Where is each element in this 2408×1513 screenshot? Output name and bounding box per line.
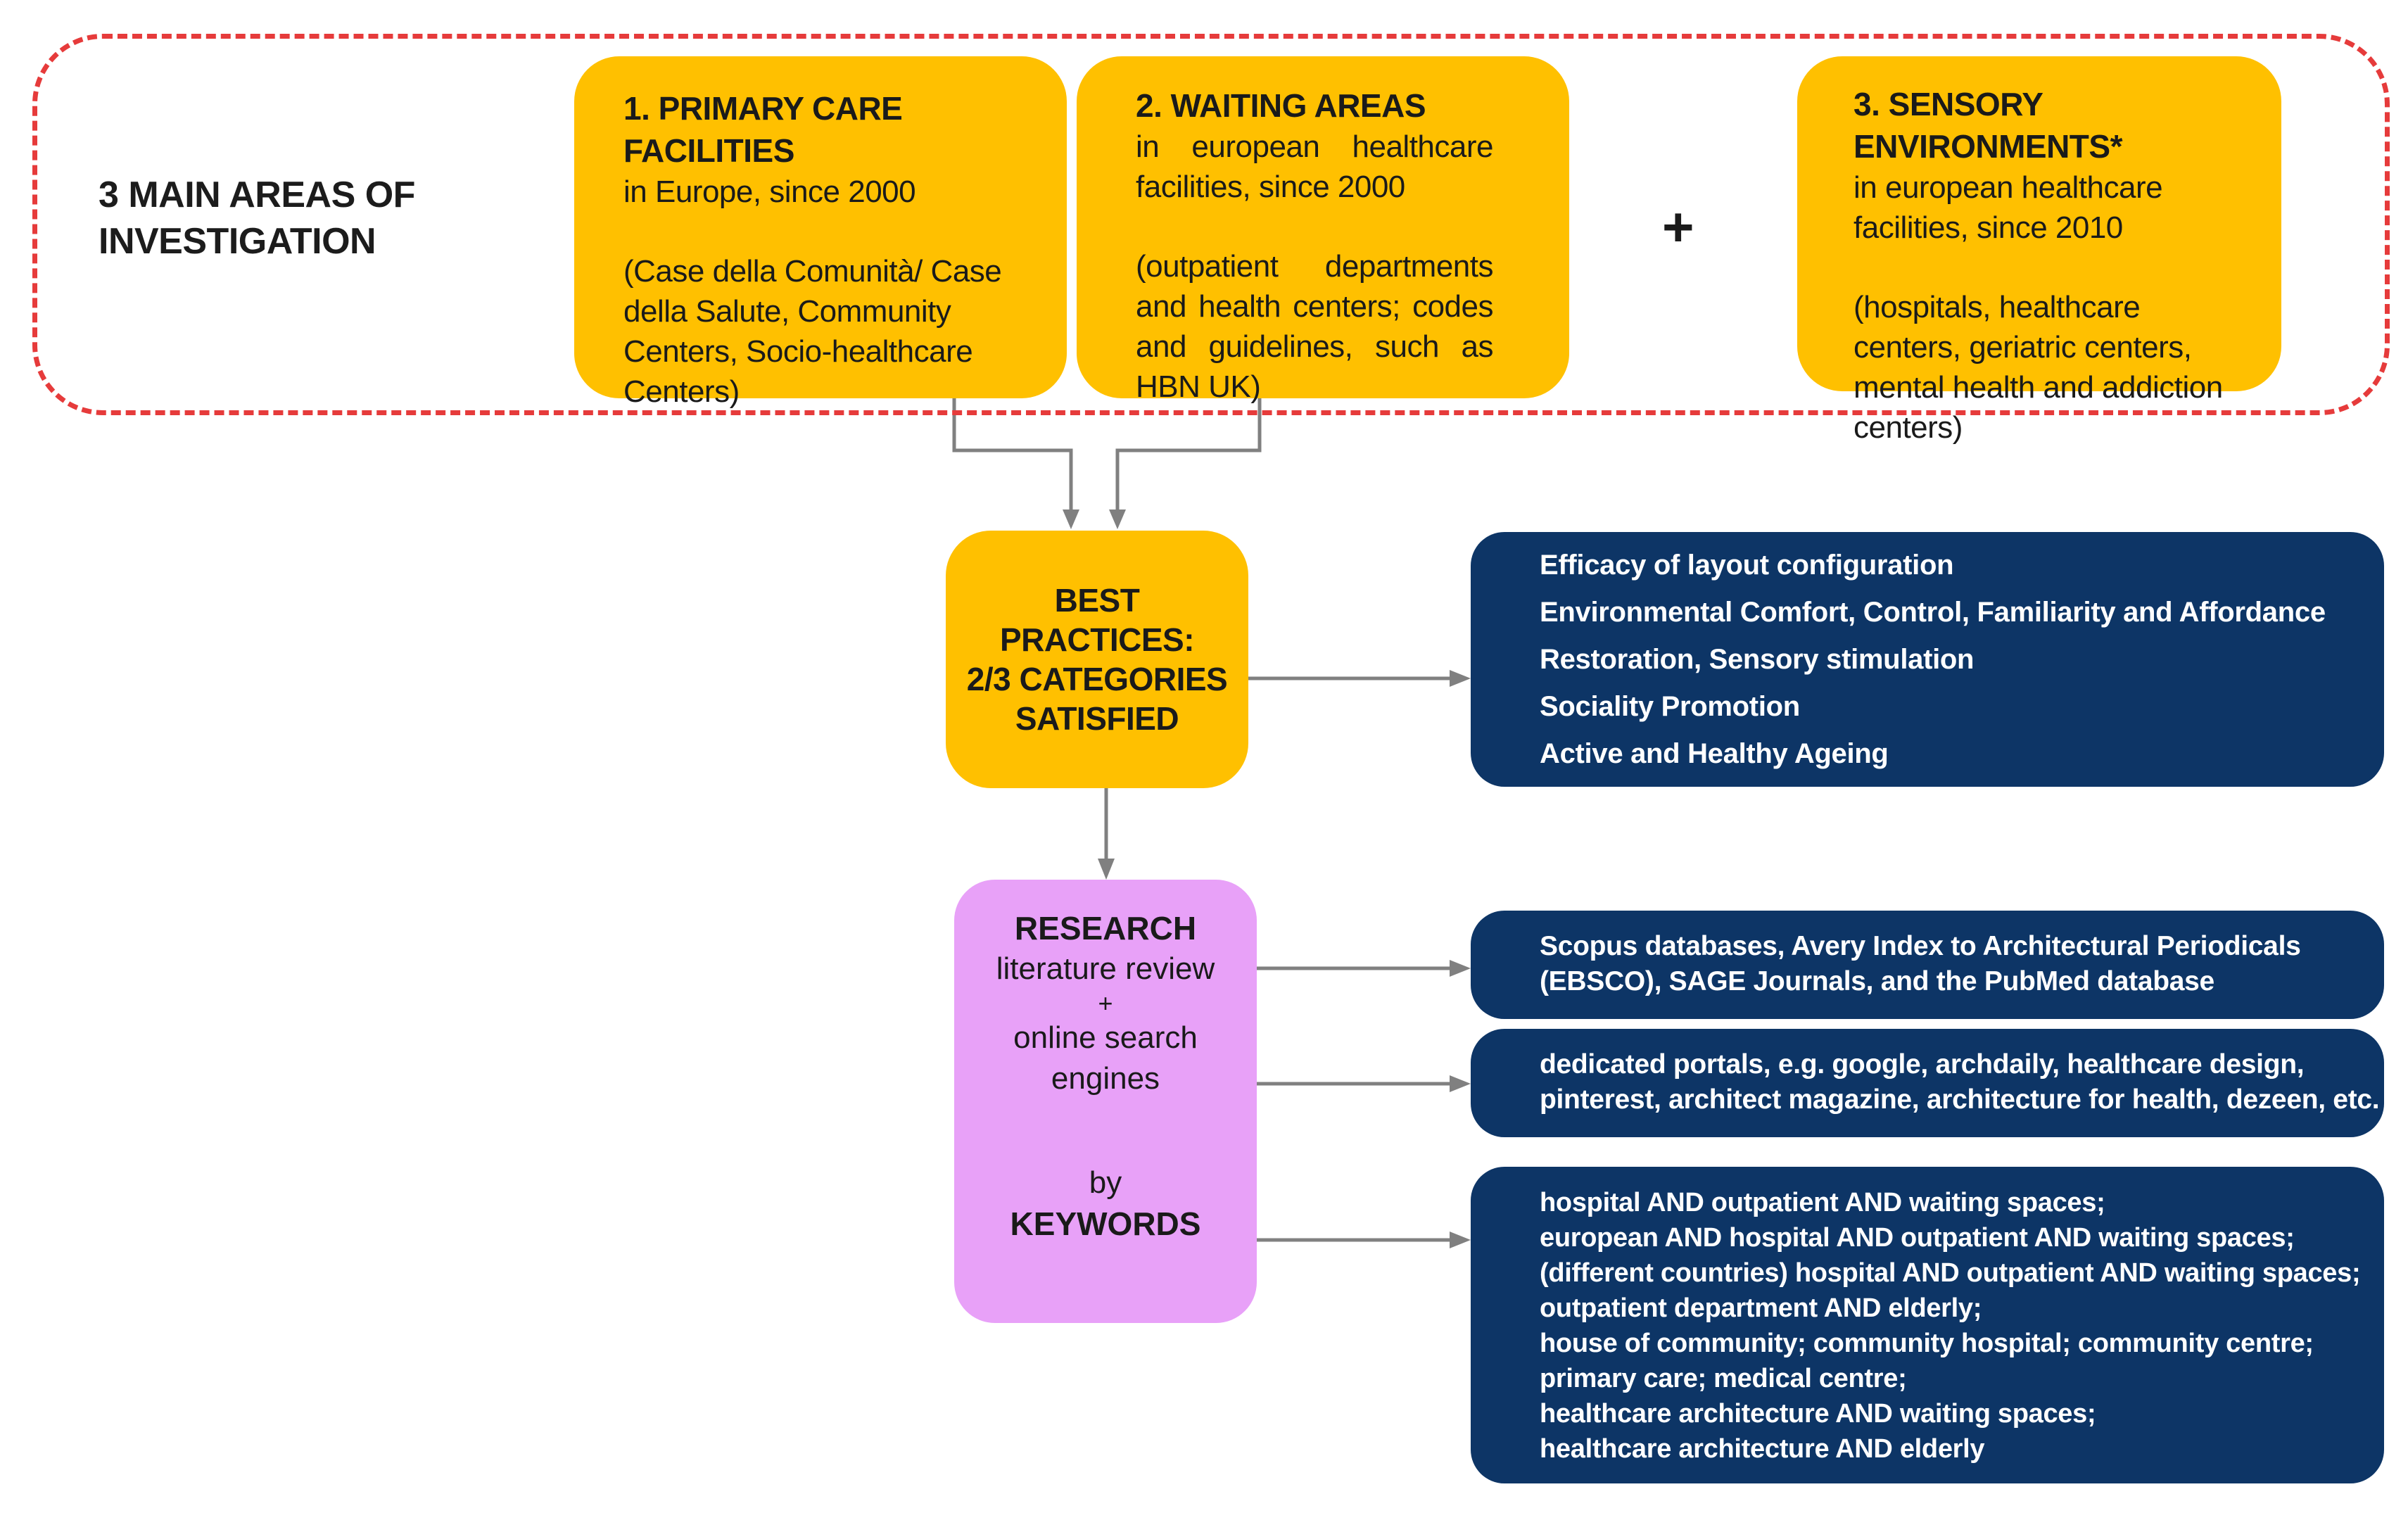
connector-area1-to-best [952,398,1073,519]
databases-line: (EBSCO), SAGE Journals, and the PubMed d… [1540,966,2214,996]
plus-sign: + [1662,196,1694,258]
area-waiting-areas-box: 2. WAITING AREAS in european healthcare … [1077,56,1569,404]
portals-box: dedicated portals, e.g. google, archdail… [1471,1029,2384,1137]
arrowhead [1450,1075,1471,1092]
area-sensory-environments-title: 3. SENSORY ENVIRONMENTS* [1853,86,2122,165]
arrowhead [1098,859,1115,880]
arrowhead [1450,670,1471,687]
area-primary-care-detail: (Case della Comunità/ Case della Salute,… [623,254,1002,409]
keyword-item: healthcare architecture AND elderly [1540,1434,1985,1464]
best-practices-line4: SATISFIED [1015,700,1179,737]
research-keywords-label: KEYWORDS [1010,1205,1201,1242]
criterion-item: Restoration, Sensory stimulation [1540,644,1975,675]
portals-line: pinterest, architect magazine, architect… [1540,1084,2380,1115]
keyword-item: primary care; medical centre; [1540,1364,1907,1393]
keywords-box: hospital AND outpatient AND waiting spac… [1471,1167,2384,1483]
research-plus: + [1098,989,1113,1018]
research-box: RESEARCH literature review + online sear… [954,880,1257,1323]
area-waiting-areas-title: 2. WAITING AREAS [1136,87,1426,124]
main-areas-label: 3 MAIN AREAS OF INVESTIGATION [99,172,415,265]
research-title: RESEARCH [1014,910,1197,947]
area-primary-care-title: 1. PRIMARY CARE FACILITIES [623,90,903,169]
keyword-item: (different countries) hospital AND outpa… [1540,1258,2361,1288]
research-line1: literature review [996,951,1215,986]
keyword-item: healthcare architecture AND waiting spac… [1540,1399,2096,1429]
criterion-item: Sociality Promotion [1540,691,1800,722]
keyword-item: european AND hospital AND outpatient AND… [1540,1223,2295,1253]
databases-line: Scopus databases, Avery Index to Archite… [1540,931,2301,961]
keyword-item: house of community; community hospital; … [1540,1329,2314,1358]
best-practices-line3: 2/3 CATEGORIES [966,661,1228,697]
criterion-item: Efficacy of layout configuration [1540,550,1954,581]
databases-box: Scopus databases, Avery Index to Archite… [1471,911,2384,1019]
area-waiting-areas-subtitle: in european healthcare facilities, since… [1136,129,1494,204]
portals-line: dedicated portals, e.g. google, archdail… [1540,1049,2305,1080]
area-primary-care-box: 1. PRIMARY CARE FACILITIES in Europe, si… [574,56,1067,409]
research-by: by [1089,1165,1122,1200]
keyword-item: outpatient department AND elderly; [1540,1293,1982,1323]
area-primary-care-subtitle: in Europe, since 2000 [623,175,916,209]
arrowhead [1450,1232,1471,1248]
area-sensory-environments-box: 3. SENSORY ENVIRONMENTS* in european hea… [1797,56,2281,445]
best-practices-box: BEST PRACTICES: 2/3 CATEGORIES SATISFIED [946,531,1248,788]
best-practices-line1: BEST [1054,582,1140,619]
keyword-item: hospital AND outpatient AND waiting spac… [1540,1188,2105,1217]
criteria-box: Efficacy of layout configuration Environ… [1471,532,2384,787]
research-line3: engines [1051,1061,1160,1096]
investigation-areas-frame [32,34,2390,415]
arrowhead [1450,960,1471,977]
area-sensory-environments-subtitle: in european healthcare facilities, since… [1853,170,2163,245]
best-practices-line2: PRACTICES: [999,621,1195,658]
area-waiting-areas-detail: (outpatient departments and health cente… [1136,249,1494,404]
arrowhead [1109,509,1126,529]
criterion-item: Active and Healthy Ageing [1540,738,1889,769]
arrowhead [1063,509,1079,529]
main-areas-label-line2: INVESTIGATION [99,221,376,262]
main-areas-label-line1: 3 MAIN AREAS OF [99,175,415,215]
criterion-item: Environmental Comfort, Control, Familiar… [1540,597,2326,628]
research-line2: online search [1013,1020,1198,1055]
connector-area2-to-best [1115,398,1262,519]
area-sensory-environments-detail: (hospitals, healthcare centers, geriatri… [1853,290,2223,445]
